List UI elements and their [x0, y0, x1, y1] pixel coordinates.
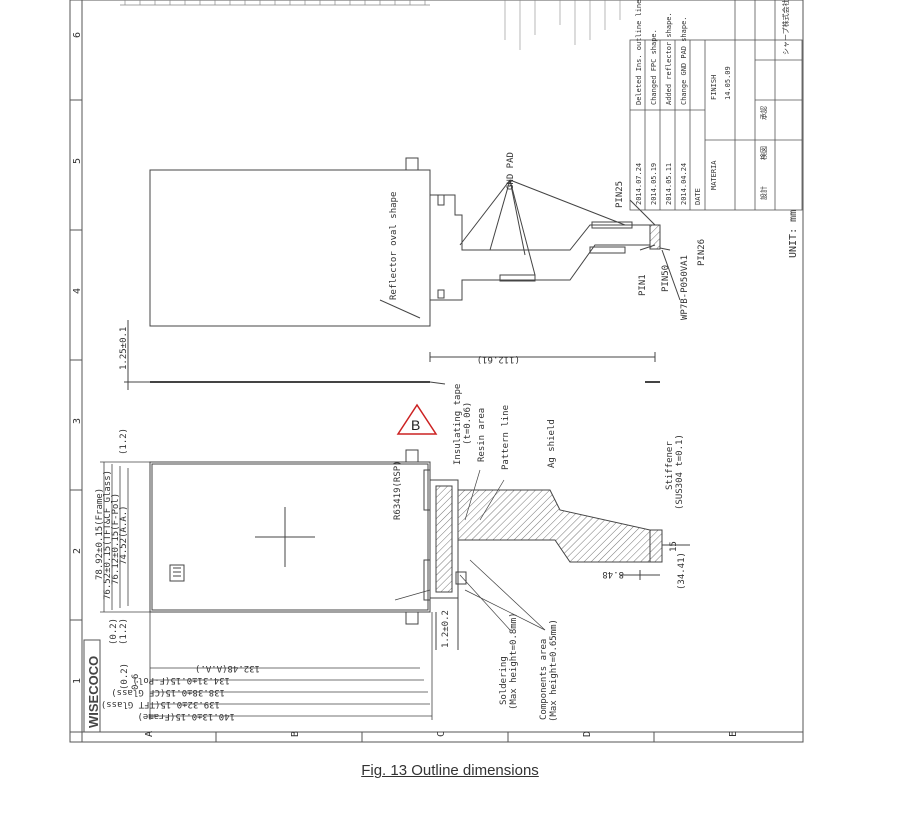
label-gnd-pad: GND PAD	[506, 152, 516, 190]
grid-letter-a: A	[144, 731, 155, 737]
grid-number-5: 5	[72, 158, 83, 164]
dim-small-top: (1.2)	[119, 428, 129, 455]
title-finish: FINISH	[710, 75, 718, 100]
label-pin26: PIN26	[697, 239, 707, 266]
dim-small-left-2: 0.6	[131, 674, 141, 690]
title-material: MATERIA	[710, 160, 718, 190]
front-view-vertical-dims	[100, 461, 150, 613]
revision-4-note: Change GND PAD shape.	[680, 16, 688, 105]
title-date-label: DATE	[694, 188, 702, 205]
label-ag-shield: Ag shield	[547, 419, 557, 468]
label-soldering: Soldering	[499, 656, 509, 705]
figure-caption: Fig. 13 Outline dimensions	[361, 762, 539, 779]
top-view	[124, 157, 681, 390]
title-checked: 検図	[759, 146, 768, 160]
front-view	[149, 449, 690, 650]
dim-glass-height: 76.52±0.15(TFT&CF Glass)	[103, 470, 113, 600]
revision-4-date: 2014.04.24	[680, 163, 688, 205]
label-pin50: PIN50	[661, 265, 671, 292]
title-date-value: 14.05.09	[724, 66, 732, 100]
grid-letter-e: E	[728, 731, 739, 737]
label-resin-area: Resin area	[477, 408, 487, 462]
grid-number-2: 2	[72, 548, 83, 554]
callout-b-letter: B	[411, 417, 420, 433]
revision-1-date: 2014.07.24	[635, 163, 643, 205]
dim-fpc-offset: 1.2±0.2	[441, 610, 451, 648]
grid-letter-c: C	[436, 731, 447, 737]
dim-3441: (34.41)	[677, 552, 687, 590]
title-drawn: 設計	[759, 186, 768, 200]
dim-frame-height: 78.92±0.15(Frame)	[95, 488, 105, 580]
label-connector: WP7B-P050VA1	[680, 255, 690, 320]
revision-2-date: 2014.05.19	[650, 163, 658, 205]
grid-letter-d: D	[582, 731, 593, 737]
unit-label: UNIT: mm	[788, 210, 799, 258]
front-view-horizontal-dims	[149, 612, 433, 720]
label-stiffener-spec: (SUS304 t=0.1)	[675, 434, 685, 510]
label-insulating-tape: Insulating tape	[453, 384, 463, 465]
dim-15: 15	[669, 541, 679, 552]
grid-number-1: 1	[72, 678, 83, 684]
label-components-height: (Max height=0.65mm)	[549, 619, 559, 722]
grid-number-3: 3	[72, 418, 83, 424]
title-approved: 承認	[759, 106, 768, 120]
label-pin1: PIN1	[638, 274, 648, 296]
dim-small-bottom-1: (0.2)	[109, 618, 119, 645]
dim-small-bottom-2: (1.2)	[119, 618, 129, 645]
label-soldering-height: (Max height=0.8mm)	[509, 612, 519, 710]
label-stiffener: Stiffener	[665, 441, 675, 490]
grid-number-6: 6	[72, 32, 83, 38]
dim-fpol-width: 134.31±0.15(F-Pol)	[132, 675, 230, 685]
label-pattern-line: Pattern line	[501, 405, 511, 470]
dim-fpol-height: 76.12±0.15(F-Pol)	[111, 493, 121, 585]
drawing-frame	[69, 0, 804, 743]
revision-1-note: Deleted Ins. outline lines.	[635, 0, 643, 105]
dim-tft-glass-width: 139.32±0.15(TFT Glass)	[101, 699, 220, 709]
label-pin25: PIN25	[615, 181, 625, 208]
revision-block	[629, 0, 803, 211]
title-company: シャープ株式会社	[781, 0, 790, 55]
label-insulating-dim: (t=0.06)	[463, 402, 473, 445]
wisecoco-logo: WISECOCO	[86, 656, 101, 728]
dim-aa-height: 74.52(A.A.)	[119, 505, 129, 565]
revision-3-date: 2014.05.11	[665, 163, 673, 205]
revision-3-note: Added reflector shape.	[665, 12, 673, 105]
dim-small-left-1: (0.2)	[120, 663, 130, 690]
label-reflector: Reflector oval shape	[389, 192, 399, 300]
label-components: Components area	[539, 639, 549, 720]
grid-letter-b: B	[290, 731, 301, 737]
grid-number-4: 4	[72, 288, 83, 294]
dim-frame-width: 140.13±0.15(Frame)	[137, 711, 235, 721]
callout-b	[396, 403, 438, 435]
dim-fpc-length: (112.61)	[477, 354, 520, 364]
dim-848: 8.48	[602, 569, 624, 579]
dim-thickness: 1.25±0.1	[119, 327, 129, 370]
label-ic: R63419(RSP)	[393, 460, 403, 520]
dim-aa-width: 132.48(A.A.)	[195, 663, 260, 673]
revision-2-note: Changed FPC shape.	[650, 29, 658, 105]
dim-cf-glass-width: 138.38±0.15(CF Glass)	[111, 687, 225, 697]
